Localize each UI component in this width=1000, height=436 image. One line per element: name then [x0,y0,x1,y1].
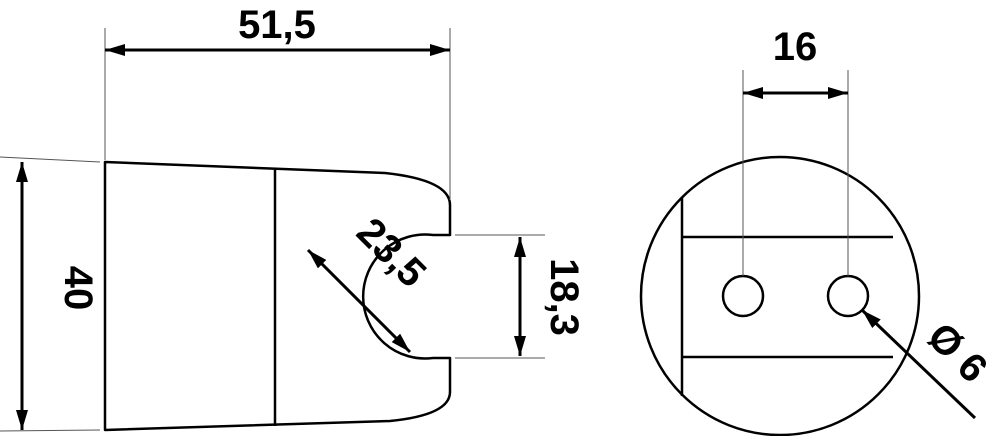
side-view-body-outline [103,160,452,432]
dimension-hole-diameter: Ø 6 [919,314,996,391]
dimension-line-cradle-diameter [306,248,412,354]
dimension-cradle-diameter: 23,5 [348,210,434,296]
dimension-opening-width: 18,3 [542,258,586,336]
dimension-overall-length: 51,5 [238,3,316,47]
extension-line [0,429,101,432]
front-view-outer-circle [639,155,921,436]
leader-line-hole-diameter [860,308,977,420]
dimension-hole-spacing: 16 [773,25,818,69]
dimension-height: 40 [56,266,100,311]
side-view: 51,5 40 23,5 18,3 [0,3,586,432]
front-view: 16 Ø 6 [639,25,996,436]
front-view-hole-left [721,274,765,318]
extension-line [0,156,101,163]
